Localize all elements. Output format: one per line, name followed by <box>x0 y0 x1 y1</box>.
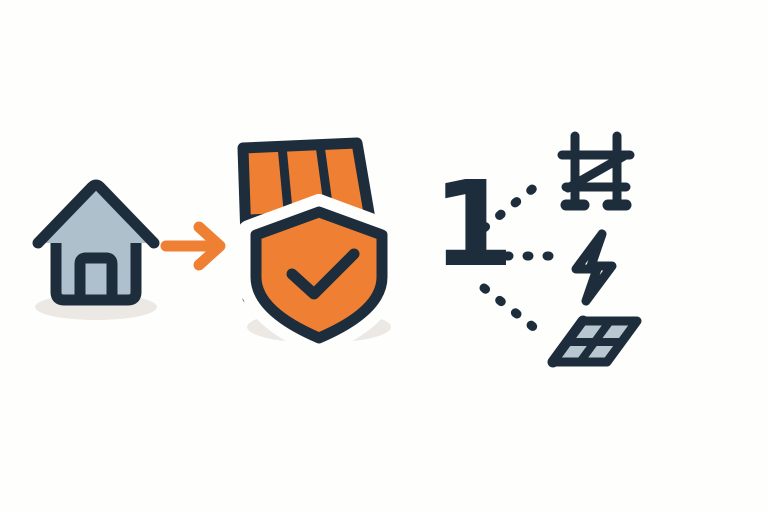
house-door <box>74 252 118 306</box>
pylon-diagonal-brace <box>563 151 629 193</box>
arrow-head <box>193 221 226 271</box>
roof-panel-cell-grid <box>564 317 626 366</box>
shield-body <box>250 206 388 344</box>
lightning-bolt-outline <box>571 229 617 306</box>
dashed-connector-to-pylon <box>479 177 546 233</box>
dashed-connector-to-roof-panels <box>479 283 546 338</box>
house-roof <box>32 179 160 249</box>
shield-halo <box>238 194 400 356</box>
shield-checkmark <box>286 248 360 300</box>
step-numeral-text: 1 <box>432 155 514 293</box>
